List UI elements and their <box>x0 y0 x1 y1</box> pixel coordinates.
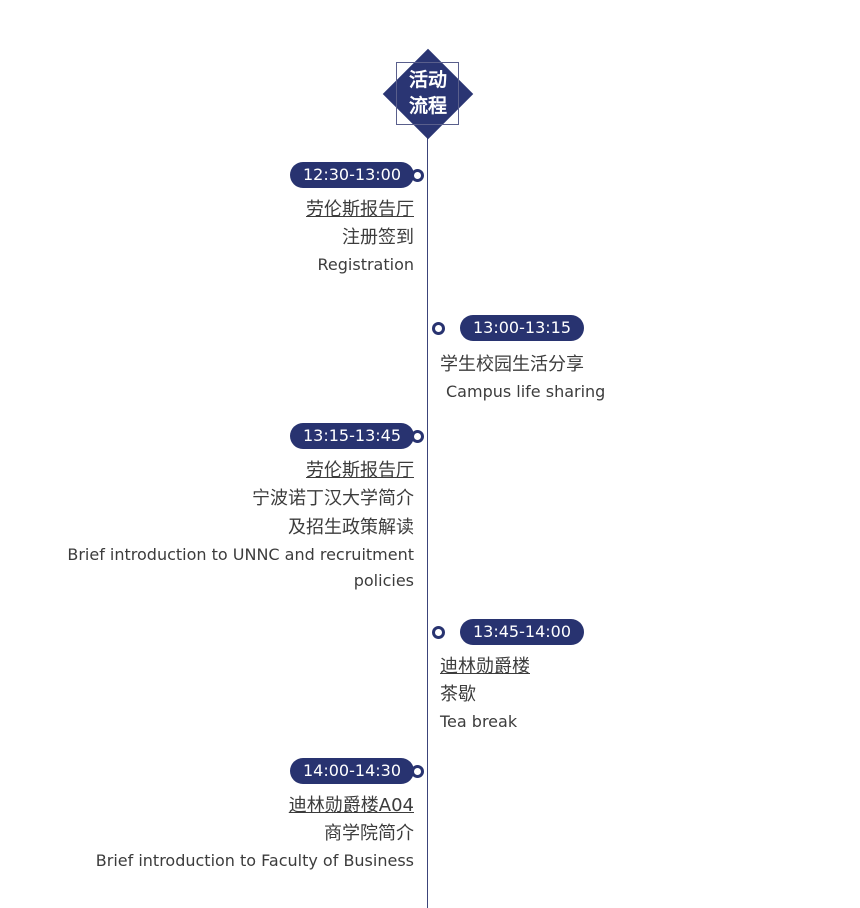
event-title-cn: 商学院简介 <box>324 823 414 844</box>
timeline-dot <box>411 169 424 182</box>
event-5: 14:00-14:30 迪林勋爵楼A04 商学院简介 Brief introdu… <box>96 758 414 874</box>
event-title-cn-line2: 及招生政策解读 <box>288 517 414 538</box>
timeline-dot <box>411 430 424 443</box>
event-title-en-line2: policies <box>353 571 414 590</box>
event-1: 12:30-13:00 劳伦斯报告厅 注册签到 Registration <box>290 162 414 278</box>
time-badge: 13:15-13:45 <box>290 423 414 449</box>
event-title-cn: 学生校园生活分享 <box>440 354 584 375</box>
event-location: 劳伦斯报告厅 <box>306 199 414 220</box>
event-title-cn: 注册签到 <box>342 227 414 248</box>
event-title-en: Tea break <box>440 712 518 731</box>
header-title: 活动 流程 <box>382 67 474 119</box>
event-3: 13:15-13:45 劳伦斯报告厅 宁波诺丁汉大学简介 及招生政策解读 Bri… <box>67 423 414 594</box>
timeline-dot <box>432 322 445 335</box>
event-4: 13:45-14:00 迪林勋爵楼 茶歇 Tea break <box>440 619 584 735</box>
header-title-line1: 活动 <box>408 69 447 91</box>
time-badge: 12:30-13:00 <box>290 162 414 188</box>
timeline-dot <box>432 626 445 639</box>
header-badge: 活动 流程 <box>382 48 474 140</box>
event-title-en: Brief introduction to UNNC and recruitme… <box>67 545 414 564</box>
event-title-en: Registration <box>317 255 414 274</box>
event-title-en: Campus life sharing <box>446 382 606 401</box>
event-location: 劳伦斯报告厅 <box>306 460 414 481</box>
event-location: 迪林勋爵楼 <box>440 656 530 677</box>
header-frame <box>396 62 459 125</box>
time-badge: 14:00-14:30 <box>290 758 414 784</box>
event-title-en: Brief introduction to Faculty of Busines… <box>95 851 414 870</box>
time-badge: 13:45-14:00 <box>460 619 584 645</box>
timeline-line <box>427 100 428 908</box>
event-location: 迪林勋爵楼A04 <box>288 795 414 816</box>
event-2: 13:00-13:15 学生校园生活分享 Campus life sharing <box>440 315 605 405</box>
event-title-cn: 茶歇 <box>440 684 476 705</box>
header-title-line2: 流程 <box>408 95 447 117</box>
time-badge: 13:00-13:15 <box>460 315 584 341</box>
timeline-dot <box>411 765 424 778</box>
event-title-cn: 宁波诺丁汉大学简介 <box>252 488 414 509</box>
